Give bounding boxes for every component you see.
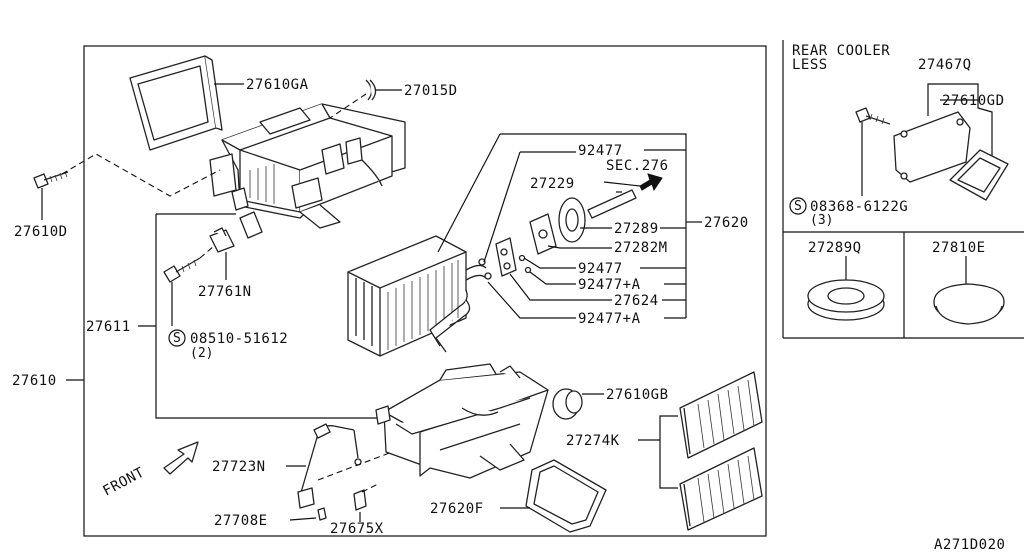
s-letter-2: S xyxy=(794,199,802,214)
leader-92477-b xyxy=(523,257,576,269)
label-27620f: 27620F xyxy=(430,501,484,517)
label-08510-51612: 08510-51612 xyxy=(190,331,288,347)
label-92477a-1: 92477+A xyxy=(578,277,641,293)
expansion-valve-27624 xyxy=(495,237,517,277)
filter-frame-27620f xyxy=(525,459,607,533)
filter-frame-27610ga xyxy=(129,55,223,151)
drawing-code: A271D020 xyxy=(934,537,1005,553)
inset-title-line1: REAR COOLER xyxy=(792,43,890,59)
label-sec-276: SEC.276 xyxy=(606,158,669,174)
oring-small-1 xyxy=(518,254,526,262)
leader-sec xyxy=(603,181,641,187)
label-08510-qty: (2) xyxy=(190,346,213,361)
cap-27610gb xyxy=(552,388,583,420)
sec-arrow xyxy=(639,173,663,192)
leader-27610gd xyxy=(977,100,993,160)
label-27289: 27289 xyxy=(614,221,659,237)
clip-27708e xyxy=(317,507,327,521)
label-92477-mid: 92477 xyxy=(578,261,623,277)
label-08368-qty: (3) xyxy=(810,213,833,228)
cover-27467q xyxy=(893,111,971,183)
label-27610gb: 27610GB xyxy=(606,387,669,403)
front-arrow-icon xyxy=(163,441,199,475)
sensor-27723n xyxy=(297,423,362,509)
main-frame xyxy=(83,45,767,537)
filter-27274k-bottom xyxy=(679,447,763,531)
leader-oring-top xyxy=(483,151,521,263)
leader-27467q xyxy=(927,83,979,116)
label-27620: 27620 xyxy=(704,215,749,231)
grommet-27282m xyxy=(529,213,557,255)
dash-27723n xyxy=(317,451,393,481)
label-27610ga: 27610GA xyxy=(246,77,309,93)
oring-small-2 xyxy=(524,266,532,274)
connector-27761n xyxy=(209,187,263,253)
frame-27610gd xyxy=(949,149,1009,201)
label-27708e: 27708E xyxy=(214,513,268,529)
label-27229: 27229 xyxy=(530,176,575,192)
leader-27708e xyxy=(289,517,317,521)
leader-evap-92477 xyxy=(437,133,501,253)
label-92477-top: 92477 xyxy=(578,143,623,159)
label-27282m: 27282M xyxy=(614,240,668,256)
dash-27015d xyxy=(329,93,367,119)
label-27611: 27611 xyxy=(86,319,131,335)
label-27274k: 27274K xyxy=(566,433,620,449)
s-symbol-2 xyxy=(789,197,807,215)
grommet-27289q xyxy=(807,279,885,321)
pipe-27229 xyxy=(587,189,637,219)
label-27624: 27624 xyxy=(614,293,659,309)
label-27015d: 27015D xyxy=(404,83,458,99)
label-27723n: 27723N xyxy=(212,459,266,475)
label-27610d: 27610D xyxy=(14,224,68,240)
grommet-27289 xyxy=(558,197,586,243)
lower-case xyxy=(375,363,549,479)
oring-92477-b xyxy=(484,272,492,280)
screw-08368 xyxy=(855,107,891,125)
oring-92477-a xyxy=(478,258,486,266)
dash-08510 xyxy=(199,245,215,259)
plug-27810e xyxy=(933,283,1005,325)
label-front: FRONT xyxy=(100,464,147,499)
dash-27610d xyxy=(61,153,221,197)
screw-27610d xyxy=(33,171,69,189)
leader-27611-bracket xyxy=(155,214,388,419)
label-27610gd: 27610GD xyxy=(942,93,1005,109)
s-symbol-1 xyxy=(168,329,186,347)
label-27289q: 27289Q xyxy=(808,240,862,256)
s-letter-1: S xyxy=(173,331,181,346)
label-27810e: 27810E xyxy=(932,240,986,256)
screw-08510 xyxy=(163,257,201,283)
evaporator-core xyxy=(347,235,487,357)
label-27467q: 27467Q xyxy=(918,57,972,73)
label-27675x: 27675X xyxy=(330,521,384,537)
clip-27015d xyxy=(365,79,377,101)
dash-27675x xyxy=(361,483,379,493)
leader-27624 xyxy=(509,273,612,301)
inset-title-line2: LESS xyxy=(792,57,828,73)
leader-27282m xyxy=(547,245,612,249)
upper-heater-housing xyxy=(209,103,406,229)
label-27610: 27610 xyxy=(12,373,57,389)
clip-27675x xyxy=(353,489,367,511)
leader-27620-bracket xyxy=(500,133,687,318)
filter-27274k-top xyxy=(679,371,763,459)
leader-92477a-2 xyxy=(487,281,576,319)
label-08368-6122g: 08368-6122G xyxy=(810,199,908,215)
label-27761n: 27761N xyxy=(198,284,252,300)
leader-27274k-bracket xyxy=(659,415,678,489)
leader-92477a-1 xyxy=(529,271,576,285)
label-92477a-2: 92477+A xyxy=(578,311,641,327)
